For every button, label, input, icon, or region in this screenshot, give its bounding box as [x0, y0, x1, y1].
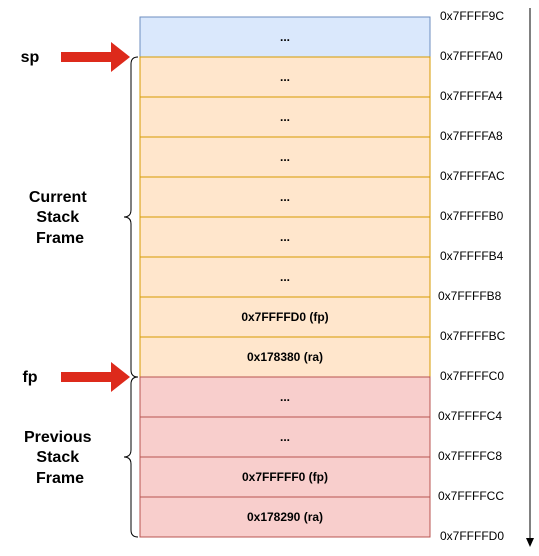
current-frame-label-line-3: Frame	[36, 230, 84, 247]
address-label: 0x7FFFFB8	[438, 289, 502, 303]
stack-cell	[139, 376, 431, 418]
address-axis	[526, 8, 534, 547]
stack-cell-text: 0x7FFFFF0 (fp)	[242, 470, 328, 484]
stack-cell-text: ...	[280, 390, 290, 404]
stack-cell	[139, 416, 431, 458]
previous-frame-label: Previous Stack Frame	[24, 429, 96, 487]
address-label: 0x7FFFFC0	[440, 369, 504, 383]
address-label: 0x7FFFFB0	[440, 209, 504, 223]
address-label: 0x7FFFFA4	[440, 89, 503, 103]
current-frame-brace	[123, 56, 139, 378]
fp-label: fp	[22, 369, 37, 386]
stack-cells: ..................... 0x7FFFFD0 (fp) 0x178…	[139, 16, 431, 538]
stack-cell-text: 0x178380 (ra)	[247, 350, 323, 364]
stack-cell-text: ...	[280, 70, 290, 84]
stack-cell	[139, 496, 431, 538]
stack-cell	[139, 456, 431, 498]
address-label: 0x7FFFFA0	[440, 49, 503, 63]
address-label: 0x7FFFFB4	[440, 249, 504, 263]
stack-cell	[139, 56, 431, 98]
current-frame-label-line-1: Current	[29, 189, 87, 206]
address-labels: 0x7FFFF9C 0x7FFFFA0 0x7FFFFA4 0x7FFFFA8 0x7F…	[438, 9, 506, 543]
stack-cell	[139, 96, 431, 138]
address-label: 0x7FFFFC8	[438, 449, 502, 463]
stack-cell-text: 0x178290 (ra)	[247, 510, 323, 524]
address-label: 0x7FFFFC4	[438, 409, 502, 423]
previous-frame-brace	[123, 376, 139, 538]
previous-frame-label-line-1: Previous	[24, 429, 92, 446]
sp-arrow	[61, 42, 130, 72]
stack-cell-text: ...	[280, 150, 290, 164]
previous-frame-label-line-2: Stack	[36, 449, 79, 466]
stack-cell-text: ...	[280, 30, 290, 44]
address-label: 0x7FFFFD0	[440, 529, 504, 543]
stack-cell-text: ...	[280, 430, 290, 444]
stack-cell-text: ...	[280, 110, 290, 124]
stack-cell	[139, 296, 431, 338]
address-label: 0x7FFFFA8	[440, 129, 503, 143]
stack-cell	[139, 16, 431, 58]
sp-label: sp	[21, 49, 40, 66]
address-label: 0x7FFFFCC	[438, 489, 504, 503]
stack-cell-text: ...	[280, 270, 290, 284]
current-frame-label: Current Stack Frame	[29, 189, 91, 247]
address-label: 0x7FFFFBC	[440, 329, 506, 343]
stack-cell	[139, 216, 431, 258]
stack-cell	[139, 136, 431, 178]
stack-cell-text: ...	[280, 230, 290, 244]
current-frame-label-line-2: Stack	[36, 209, 79, 226]
fp-arrow	[61, 362, 130, 392]
address-label: 0x7FFFFAC	[440, 169, 505, 183]
address-label: 0x7FFFF9C	[440, 9, 504, 23]
stack-cell-text: 0x7FFFFD0 (fp)	[241, 310, 328, 324]
previous-frame-label-line-3: Frame	[36, 470, 84, 487]
stack-cell-text: ...	[280, 190, 290, 204]
